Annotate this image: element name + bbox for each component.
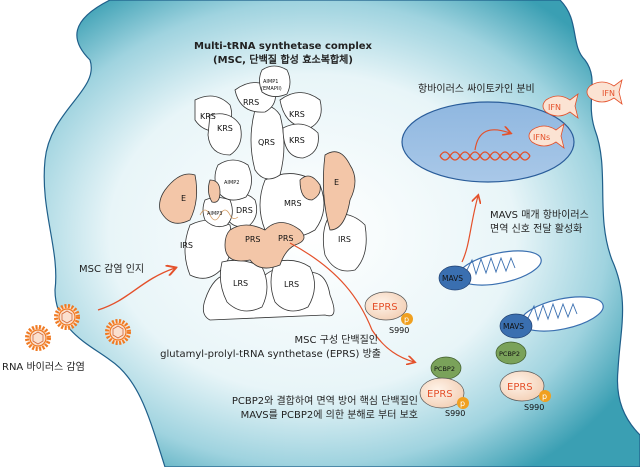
subunit-krs: KRS (200, 112, 216, 121)
label-virus-infection: RNA 바이러스 감염 (2, 361, 85, 373)
ifn-label: IFN (548, 103, 561, 112)
virus-icon (105, 319, 131, 345)
ifns-label: IFNs (533, 133, 550, 142)
label-mavs-1: MAVS 매개 항바이러스 (490, 209, 589, 221)
eprs-label: EPRS (372, 302, 398, 313)
virus-icon (25, 325, 51, 351)
subunit-e: E (334, 178, 339, 187)
release-arrow (289, 242, 414, 362)
subunit-prs: PRS (245, 235, 260, 244)
phospho-label: p (460, 399, 465, 408)
subunit-qrs: QRS (258, 138, 275, 147)
subunit-drs: DRS (236, 206, 253, 215)
subunit-krs: KRS (289, 110, 305, 119)
subunit-krs: KRS (289, 136, 305, 145)
subunit-aimp2: AIMP2 (224, 180, 239, 186)
label-mavs-2: 면역 신호 전달 활성화 (490, 222, 582, 235)
ifns-nucleus: IFNs (528, 123, 565, 149)
subunit-irs: IRS (180, 241, 193, 250)
label-protect-2: MAVS를 PCBP2에 의한 분해로 부터 보호 (241, 408, 418, 421)
pcbp2-label: PCBP2 (434, 365, 455, 373)
label-cytokine: 항바이러스 싸이토카인 분비 (418, 83, 535, 95)
dna-helix-icon (439, 151, 531, 161)
pcbp2-label: PCBP2 (499, 350, 520, 358)
subunit-krs: KRS (217, 124, 233, 133)
label-eprs-release-1: MSC 구성 단백질인 (294, 334, 378, 346)
nucleus (401, 101, 575, 183)
phospho-label: p (404, 315, 409, 324)
subunit-mrs: MRS (284, 199, 302, 208)
virus-particles (25, 304, 131, 351)
virus-icon (54, 304, 80, 330)
ifn-label: IFN (602, 89, 615, 98)
subunit-lrs: LRS (284, 280, 299, 289)
s990-label: S990 (445, 409, 465, 418)
mavs-label: MAVS (442, 274, 463, 283)
s990-label: S990 (524, 403, 544, 412)
msc-complex: AIMP1 (EMAPII) RRS KRS KRS KRS QRS KRS A… (159, 65, 367, 321)
ifn-secreted-1: IFN (586, 79, 623, 105)
ifn-secreted-2: IFN (542, 93, 579, 119)
title-line-2: (MSC, 단백질 합성 효소복합체) (213, 53, 353, 66)
subunit-rrs: RRS (243, 98, 259, 107)
label-eprs-release-2: glutamyl-prolyl-tRNA synthetase (EPRS) 방… (160, 348, 381, 360)
mavs-mitochondrion-1: MAVS (438, 250, 542, 291)
subunit-lrs: LRS (233, 279, 248, 288)
subunit-irs: IRS (338, 235, 351, 244)
eprs-released: EPRS p S990 (364, 291, 413, 335)
subunit-e: E (181, 194, 186, 203)
subunit-emapii: (EMAPII) (261, 86, 282, 92)
mavs-label: MAVS (503, 322, 524, 331)
transcription-arrow (474, 130, 510, 151)
s990-label: S990 (389, 326, 409, 335)
title-line-1: Multi-tRNA synthetase complex (194, 41, 373, 52)
subunit-prs: PRS (278, 234, 293, 243)
eprs-label: EPRS (507, 382, 533, 393)
pcbp2-eprs-complex: PCBP2 EPRS p S990 (419, 356, 469, 418)
label-protect-1: PCBP2와 결합하여 면역 방어 핵심 단백질인 (232, 394, 418, 407)
phospho-label: p (542, 392, 547, 401)
recognition-arrow (97, 268, 175, 311)
mavs-pcbp2-eprs-complex: MAVS PCBP2 EPRS p S990 (495, 296, 604, 412)
subunit-aimp3: AIMP3 (207, 211, 222, 217)
label-msc-recognition: MSC 감염 인지 (79, 263, 144, 275)
signaling-arrow (461, 196, 478, 263)
subunit-aimp1: AIMP1 (263, 79, 278, 85)
eprs-label: EPRS (427, 389, 453, 400)
